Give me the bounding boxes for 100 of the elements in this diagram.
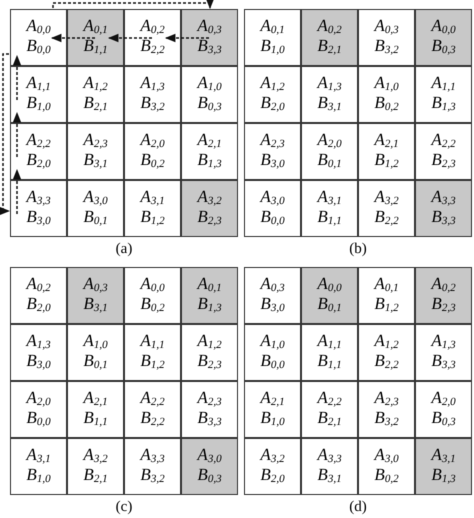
- matrix-cell: [358, 9, 415, 66]
- matrix-entry: A$_{2,3}$: [83, 130, 108, 150]
- matrix-entry: A$_{1,1}$: [26, 73, 51, 93]
- dashed-arrow: [164, 34, 209, 42]
- matrix-entry: B$_{3,0}$: [260, 150, 285, 170]
- matrix-entry: A$_{3,0}$: [197, 445, 222, 465]
- matrix-cell: [301, 66, 358, 123]
- matrix-entry: A$_{0,2}$: [317, 16, 342, 36]
- matrix-cell: [358, 123, 415, 180]
- matrix-cell: [415, 324, 472, 381]
- matrix-entry: B$_{0,0}$: [260, 351, 285, 371]
- matrix-cell: [358, 324, 415, 381]
- matrix-entry: B$_{0,1}$: [317, 294, 342, 314]
- matrix-entry: A$_{0,1}$: [197, 274, 222, 294]
- matrix-cell: [67, 438, 124, 495]
- matrix-entry: B$_{1,0}$: [26, 465, 51, 485]
- matrix-entry: B$_{0,1}$: [83, 207, 108, 227]
- matrix-entry: A$_{3,2}$: [83, 445, 108, 465]
- matrix-entry: A$_{0,3}$: [260, 274, 285, 294]
- matrix-cell: [415, 381, 472, 438]
- matrix-entry: A$_{3,0}$: [83, 187, 108, 207]
- matrix-entry: A$_{0,1}$: [83, 16, 108, 36]
- matrix-entry: B$_{0,0}$: [260, 207, 285, 227]
- matrix-entry: B$_{1,1}$: [317, 207, 342, 227]
- matrix-entry: B$_{2,3}$: [431, 150, 456, 170]
- matrix-cell: [124, 381, 181, 438]
- matrix-entry: A$_{0,3}$: [197, 16, 222, 36]
- matrix-entry: B$_{1,3}$: [197, 294, 222, 314]
- matrix-entry: A$_{2,2}$: [431, 130, 456, 150]
- matrix-entry: B$_{2,1}$: [317, 408, 342, 428]
- matrix-entry: B$_{3,3}$: [197, 408, 222, 428]
- matrix-entry: B$_{2,3}$: [197, 207, 222, 227]
- dashed-arrow: [52, 0, 214, 10]
- matrix-entry: B$_{0,3}$: [197, 93, 222, 113]
- matrix-cell: [124, 267, 181, 324]
- matrix-cell: [67, 66, 124, 123]
- matrix-entry: A$_{3,3}$: [26, 187, 51, 207]
- panel-caption: (b): [349, 240, 367, 259]
- matrix-entry: A$_{1,0}$: [260, 331, 285, 351]
- matrix-entry: A$_{2,1}$: [197, 130, 222, 150]
- matrix-cell: [181, 381, 238, 438]
- matrix-cell: [244, 66, 301, 123]
- matrix-entry: B$_{0,3}$: [197, 465, 222, 485]
- matrix-entry: A$_{2,2}$: [140, 388, 165, 408]
- matrix-entry: B$_{3,2}$: [140, 465, 165, 485]
- shaded-matrix-cell: [181, 9, 238, 66]
- matrix-entry: A$_{2,2}$: [26, 130, 51, 150]
- matrix-cell: [67, 123, 124, 180]
- shaded-matrix-cell: [301, 267, 358, 324]
- matrix-entry: B$_{3,0}$: [26, 207, 51, 227]
- matrix-entry: B$_{0,3}$: [431, 408, 456, 428]
- matrix-entry: A$_{2,0}$: [317, 130, 342, 150]
- panel-caption: (a): [116, 240, 132, 259]
- matrix-entry: B$_{2,2}$: [140, 408, 165, 428]
- matrix-cell: [358, 267, 415, 324]
- matrix-entry: B$_{3,2}$: [374, 36, 399, 56]
- matrix-entry: A$_{0,2}$: [140, 16, 165, 36]
- matrix-entry: B$_{0,2}$: [374, 465, 399, 485]
- matrix-entry: B$_{3,0}$: [26, 351, 51, 371]
- matrix-entry: A$_{0,0}$: [26, 16, 51, 36]
- matrix-entry: A$_{3,3}$: [431, 187, 456, 207]
- matrix-entry: A$_{1,2}$: [374, 331, 399, 351]
- matrix-entry: A$_{1,3}$: [140, 73, 165, 93]
- matrix-entry: B$_{1,2}$: [140, 207, 165, 227]
- matrix-entry: A$_{1,1}$: [140, 331, 165, 351]
- matrix-entry: B$_{0,1}$: [317, 150, 342, 170]
- shaded-matrix-cell: [415, 438, 472, 495]
- matrix-entry: B$_{0,0}$: [26, 408, 51, 428]
- matrix-entry: A$_{2,1}$: [260, 388, 285, 408]
- matrix-entry: B$_{1,3}$: [431, 93, 456, 113]
- matrix-entry: A$_{2,3}$: [197, 388, 222, 408]
- matrix-cell: [415, 123, 472, 180]
- dashed-arrow: [12, 168, 22, 214]
- matrix-entry: B$_{3,1}$: [317, 93, 342, 113]
- matrix-entry: B$_{1,1}$: [83, 36, 108, 56]
- matrix-entry: B$_{1,1}$: [83, 408, 108, 428]
- shaded-matrix-cell: [67, 9, 124, 66]
- matrix-cell: [301, 438, 358, 495]
- matrix-entry: B$_{2,1}$: [317, 36, 342, 56]
- matrix-cell: [124, 66, 181, 123]
- matrix-entry: A$_{3,2}$: [260, 445, 285, 465]
- matrix-entry: A$_{1,2}$: [83, 73, 108, 93]
- dashed-arrow: [108, 34, 152, 42]
- matrix-entry: A$_{1,2}$: [260, 73, 285, 93]
- matrix-entry: B$_{2,2}$: [374, 207, 399, 227]
- matrix-cell: [67, 180, 124, 237]
- matrix-entry: B$_{2,2}$: [374, 351, 399, 371]
- matrix-entry: B$_{1,3}$: [431, 465, 456, 485]
- matrix-entry: B$_{0,1}$: [83, 351, 108, 371]
- matrix-cell: [67, 381, 124, 438]
- matrix-cell: [67, 324, 124, 381]
- matrix-cell: [10, 381, 67, 438]
- shaded-matrix-cell: [415, 267, 472, 324]
- matrix-cell: [124, 123, 181, 180]
- matrix-cell: [244, 267, 301, 324]
- matrix-entry: A$_{1,1}$: [317, 331, 342, 351]
- matrix-entry: B$_{2,1}$: [83, 93, 108, 113]
- matrix-entry: B$_{1,2}$: [140, 351, 165, 371]
- matrix-entry: A$_{1,0}$: [83, 331, 108, 351]
- matrix-cell: [124, 324, 181, 381]
